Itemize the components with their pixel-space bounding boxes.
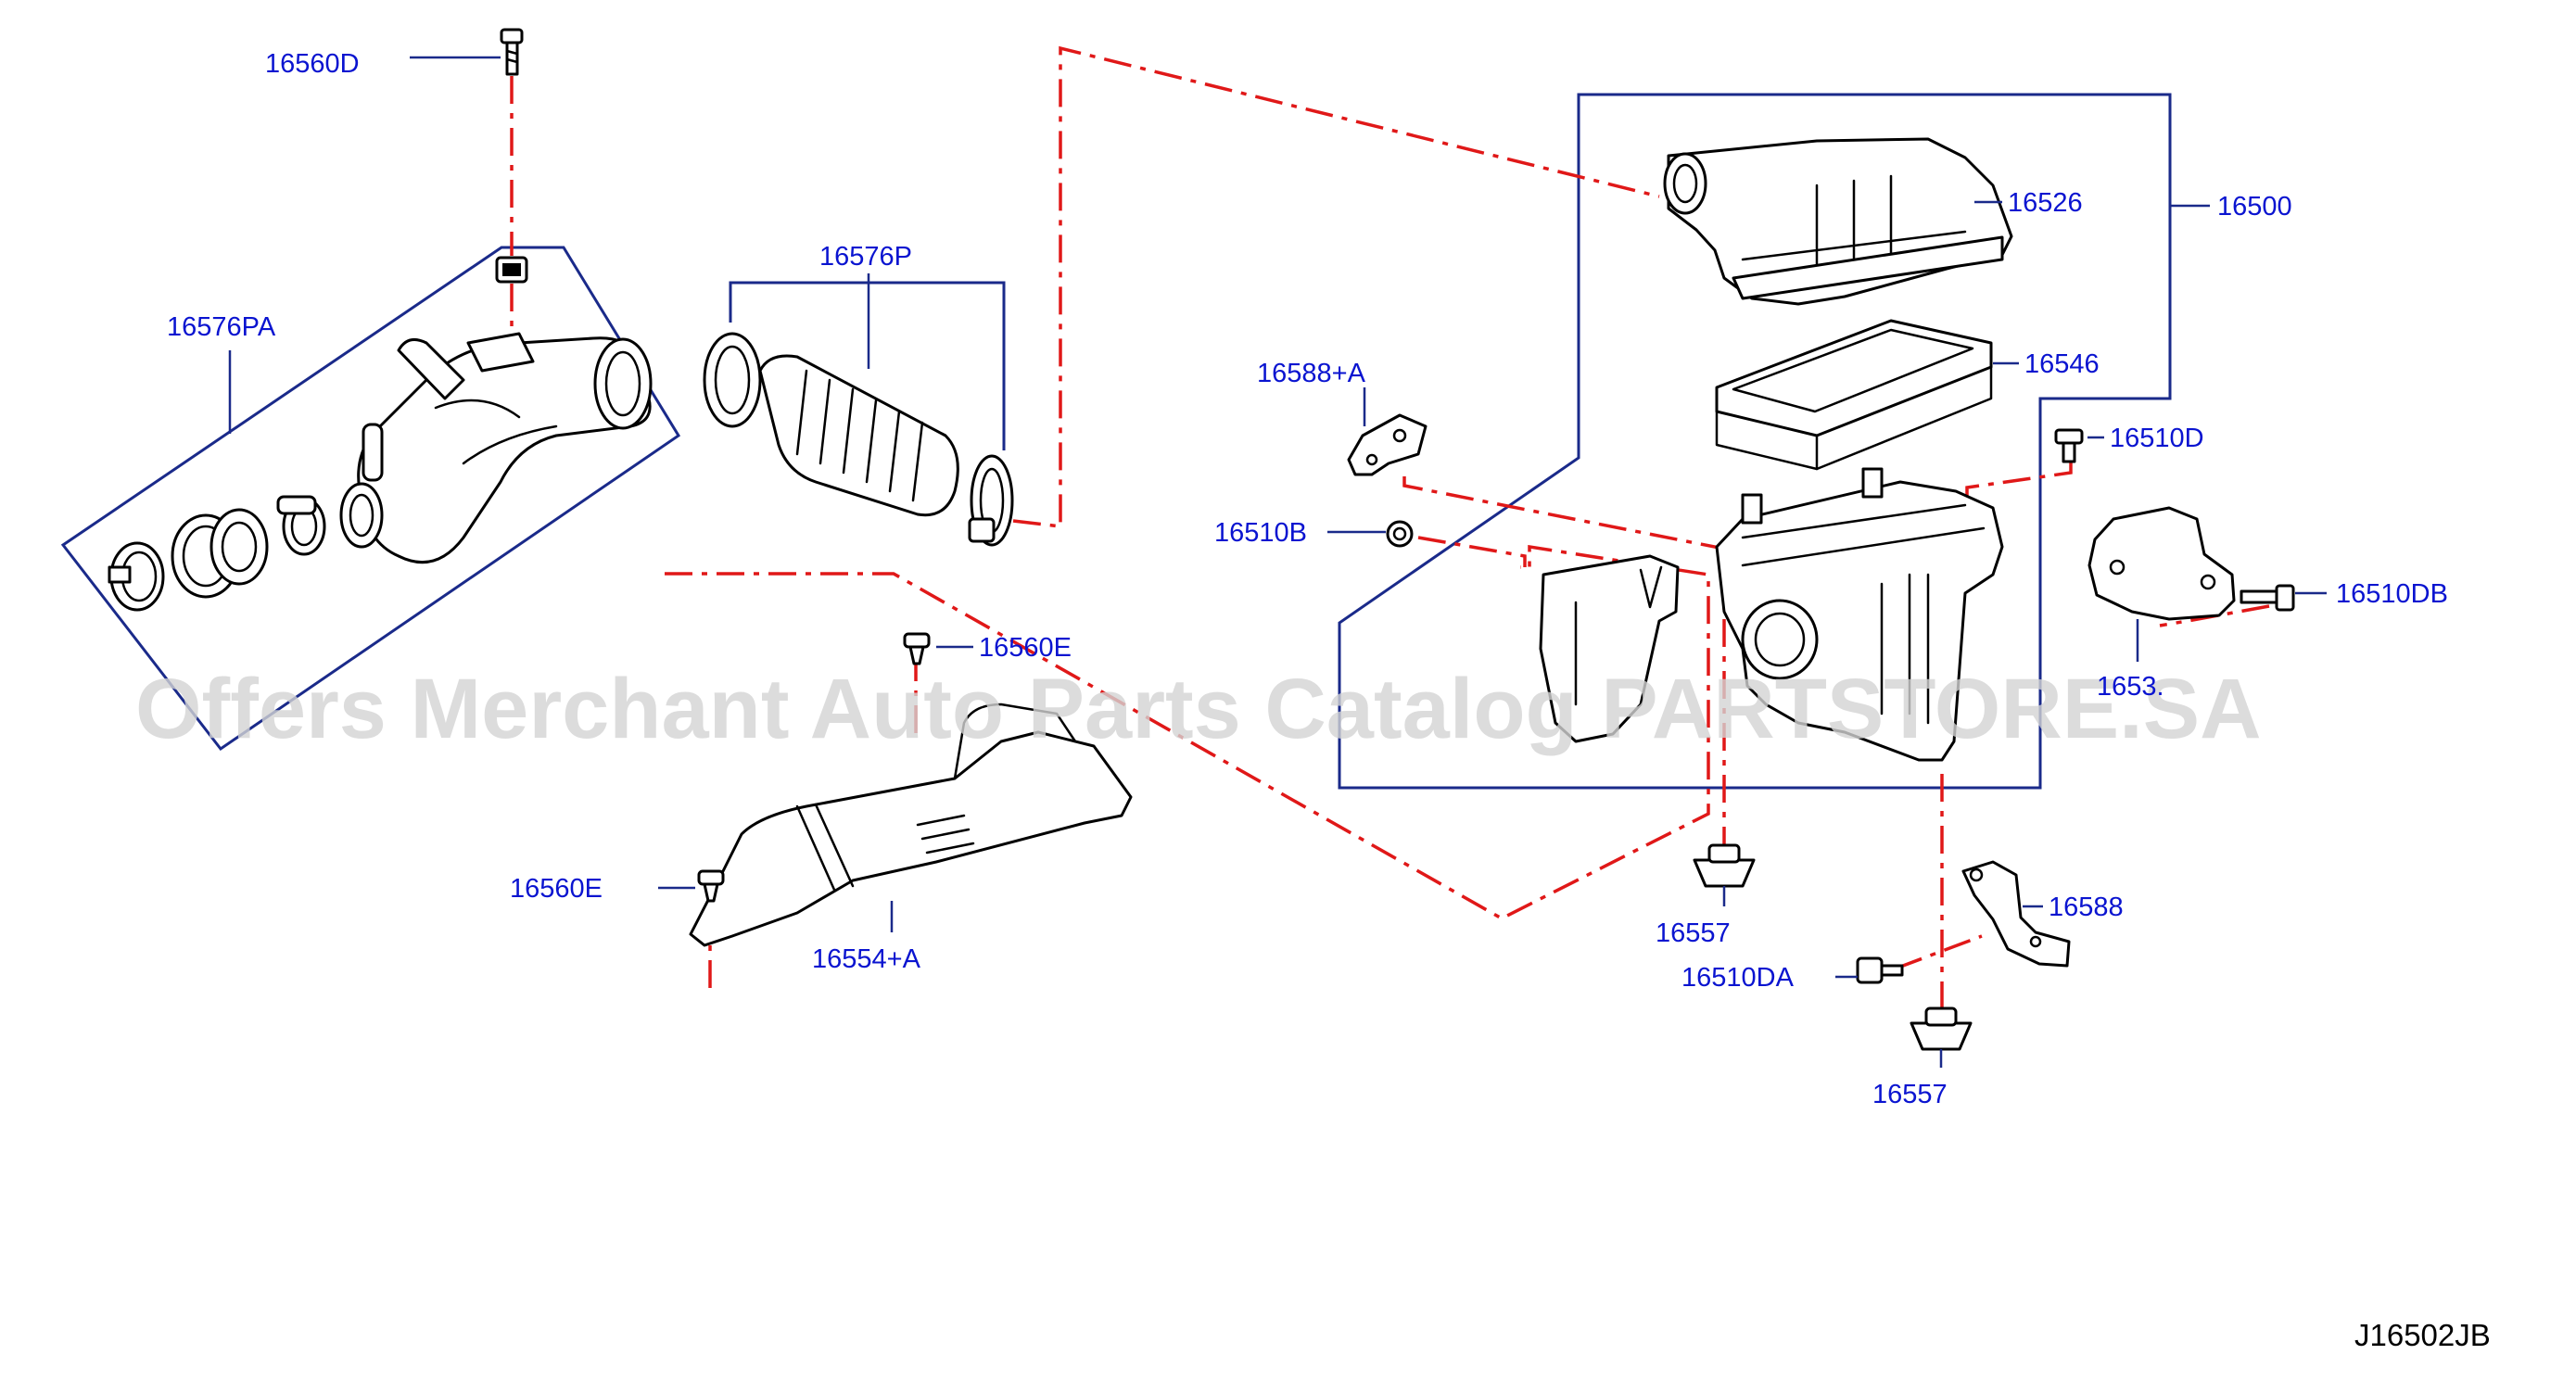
label-16526: 16526 (2008, 188, 2083, 218)
label-16554A: 16554+A (812, 944, 921, 974)
frame-16500 (1338, 93, 2172, 790)
dash-duct-to-body (665, 544, 1710, 920)
grommet-16557-right (1910, 1007, 1973, 1051)
resonator-duct (1539, 554, 1680, 743)
dash-16510DA (1895, 934, 1983, 970)
label-16500: 16500 (2217, 192, 2292, 222)
label-16588: 16588 (2049, 893, 2124, 922)
clip-16560E-top (903, 632, 931, 665)
intake-duct-16576PA (339, 332, 653, 564)
bolt-16510DB (2240, 584, 2295, 612)
label-16546: 16546 (2024, 349, 2100, 379)
bracket-16588 (1961, 860, 2071, 968)
frame-16576PA (60, 246, 681, 752)
label-16557-right: 16557 (1872, 1080, 1948, 1109)
label-16557-left: 16557 (1656, 918, 1731, 948)
dash-bracket-to-body (1402, 476, 1744, 554)
label-16588A: 16588+A (1257, 359, 1366, 388)
group-frames (60, 93, 2172, 790)
clip-16560E-left (697, 869, 725, 903)
bolt-16560D (500, 28, 524, 76)
diagram-code: J16502JB (2354, 1318, 2491, 1352)
bolt-16510D (2054, 428, 2084, 463)
label-16510D: 16510D (2110, 424, 2204, 453)
inlet-duct-16554A (689, 703, 1133, 947)
label-16560D: 16560D (265, 49, 360, 79)
grommet-16560D (495, 256, 528, 284)
part-labels: 16560D 16576PA 16576P 16588+A 16510B 165… (167, 49, 2448, 1109)
dash-lines (510, 45, 2270, 1019)
air-hose-16576P (758, 354, 959, 517)
air-cleaner-cover-16526 (1663, 137, 2013, 306)
label-1653x: 1653. (2097, 672, 2164, 702)
label-16510DB: 16510DB (2336, 579, 2448, 609)
sensor-ring (171, 508, 269, 599)
air-cleaner-body (1715, 467, 2004, 762)
label-16576PA: 16576PA (167, 312, 276, 342)
label-16510B: 16510B (1214, 518, 1307, 548)
dash-hose-to-cover (1012, 45, 1660, 528)
grommet-16557-left (1693, 843, 1756, 888)
label-16560E-left: 16560E (510, 874, 603, 904)
dash-16510DB (2159, 604, 2270, 627)
label-16576P: 16576P (819, 242, 912, 272)
hose-clamp-right (968, 454, 1014, 547)
air-filter-element-16546 (1715, 319, 1993, 471)
nut-16510B (1386, 520, 1414, 548)
bracket-16588A (1347, 413, 1428, 476)
hose-clamp-left (703, 332, 762, 428)
dash-16510B (1417, 536, 1527, 567)
bolt-16510DA (1856, 956, 1904, 984)
bracket-1653x (2087, 506, 2236, 621)
leader-lines (228, 56, 2327, 1068)
frame-16576P (729, 281, 1006, 450)
label-16510DA: 16510DA (1681, 963, 1795, 993)
dash-16510D (1965, 462, 2073, 519)
clamp-small-2 (276, 495, 326, 556)
watermark-text: Offers Merchant Auto Parts Catalog PARTS… (135, 662, 2262, 756)
clamp-small-1 (108, 541, 165, 612)
label-16560E-top: 16560E (979, 633, 1072, 663)
